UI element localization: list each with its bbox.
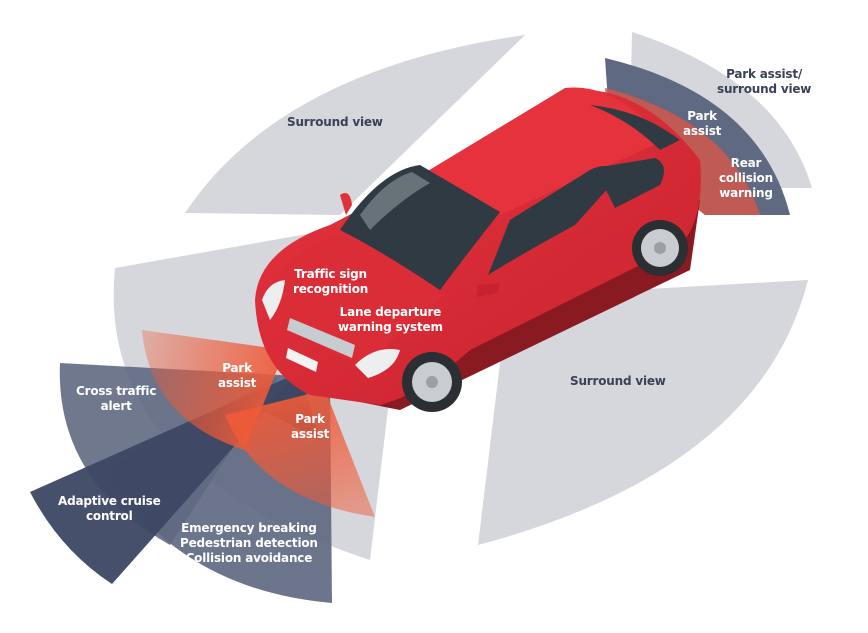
label-surround-view-top: Surround view xyxy=(287,115,383,130)
label-line: assist xyxy=(218,376,257,390)
label-line: Lane departure xyxy=(339,305,442,319)
label-line: surround view xyxy=(717,82,812,96)
label-line: Park xyxy=(295,412,325,426)
label-park-assist-rear: Park assist xyxy=(683,109,721,139)
surround-view-bottom-sector xyxy=(478,280,808,545)
label-line: alert xyxy=(100,399,132,413)
label-line: Collision avoidance xyxy=(185,551,313,565)
label-line: warning system xyxy=(338,320,443,334)
label-line: Surround view xyxy=(287,115,383,129)
label-lane-departure-warning: Lane departure warning system xyxy=(338,305,443,335)
label-cross-traffic-alert: Cross traffic alert xyxy=(76,384,156,414)
label-line: Cross traffic xyxy=(76,384,157,398)
label-park-assist-surround-view: Park assist/ surround view xyxy=(717,67,811,97)
label-line: recognition xyxy=(293,282,369,296)
label-traffic-sign-recognition: Traffic sign recognition xyxy=(293,267,368,297)
label-line: warning xyxy=(719,186,773,200)
label-line: Park xyxy=(687,109,717,123)
label-adaptive-cruise-control: Adaptive cruise control xyxy=(58,494,161,524)
label-emergency-braking: Emergency breaking Pedestrian detection … xyxy=(180,521,318,566)
label-line: Adaptive cruise xyxy=(58,494,161,508)
label-line: Park xyxy=(222,361,252,375)
label-line: Park assist/ xyxy=(726,67,803,81)
label-park-assist-front-left: Park assist xyxy=(218,361,256,391)
label-rear-collision-warning: Rear collision warning xyxy=(719,156,773,201)
label-line: Pedestrian detection xyxy=(180,536,318,550)
label-line: control xyxy=(86,509,133,523)
surround-view-top-sector xyxy=(185,35,525,215)
label-line: Rear xyxy=(730,156,762,170)
label-park-assist-front-center: Park assist xyxy=(291,412,329,442)
label-line: collision xyxy=(719,171,773,185)
red-car-illustration xyxy=(255,87,701,412)
label-line: assist xyxy=(291,427,330,441)
label-line: Surround view xyxy=(570,374,666,388)
label-line: Emergency breaking xyxy=(181,521,317,535)
park-assist-front-center-sector xyxy=(225,390,375,517)
label-line: assist xyxy=(683,124,722,138)
label-line: Traffic sign xyxy=(294,267,367,281)
label-surround-view-bottom: Surround view xyxy=(570,374,666,389)
